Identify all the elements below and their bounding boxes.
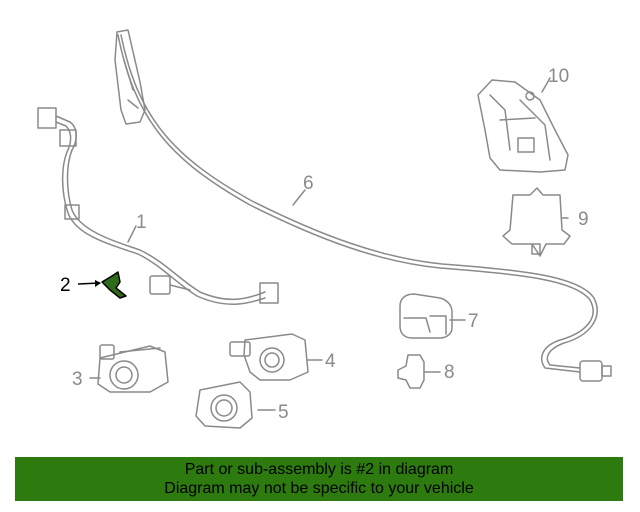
callout-label-7: 7 [468, 311, 479, 332]
part-5-bezel [195, 381, 253, 429]
parts-diagram: 1 2 3 4 5 6 7 8 9 10 [37, 29, 612, 429]
callout-leaders [89, 77, 569, 411]
banner-line-1: Part or sub-assembly is #2 in diagram [184, 461, 454, 478]
callout-label-8: 8 [444, 362, 455, 383]
callout-label-5: 5 [278, 402, 289, 423]
callout-label-10: 10 [548, 66, 569, 87]
callout-label-6: 6 [303, 173, 314, 194]
part-6-harness [114, 29, 612, 382]
part-3-sensor [97, 344, 169, 393]
part-9-module [502, 187, 571, 257]
callout-label-4: 4 [325, 351, 336, 372]
callout-label-2: 2 [60, 275, 71, 296]
part-7-sensor [399, 293, 453, 339]
callout-label-3: 3 [72, 369, 83, 390]
callout-label-1: 1 [136, 212, 147, 233]
info-banner: Part or sub-assembly is #2 in diagram Di… [15, 457, 623, 501]
callout-label-9: 9 [578, 209, 589, 230]
part-10-bracket [477, 79, 569, 173]
part-1-harness [37, 107, 279, 305]
part-8-clip [397, 354, 425, 389]
banner-line-2: Diagram may not be specific to your vehi… [164, 480, 474, 497]
part-2-clip-highlighted [77, 271, 127, 299]
part-4-sensor [229, 333, 309, 381]
